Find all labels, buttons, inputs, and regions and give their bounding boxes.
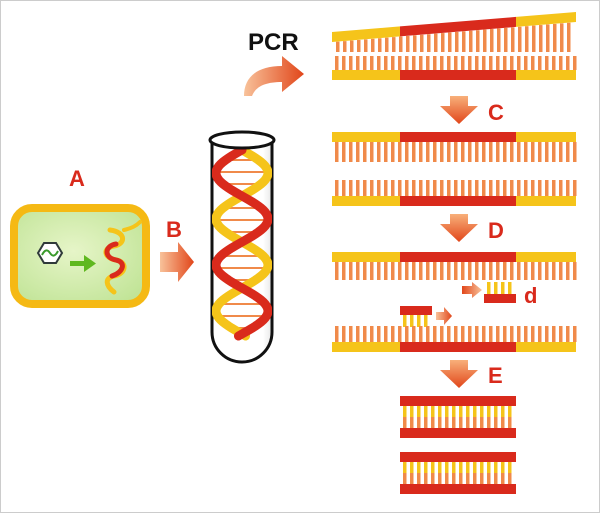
strand-d-bottom bbox=[332, 326, 577, 352]
arrow-c-icon bbox=[440, 96, 478, 124]
arrow-d-small-icon bbox=[462, 282, 482, 298]
strand-pcr-bottom bbox=[332, 56, 577, 80]
label-b: B bbox=[166, 217, 182, 242]
primer-right bbox=[484, 282, 516, 303]
label-c: C bbox=[488, 100, 504, 125]
strand-pcr-top bbox=[332, 12, 576, 52]
cell-dna-icon bbox=[103, 220, 142, 295]
tube-dna-helix bbox=[212, 145, 272, 341]
helix-strand-red bbox=[212, 145, 272, 341]
label-e: E bbox=[488, 363, 503, 388]
strand-c-top bbox=[332, 132, 577, 162]
product-2 bbox=[400, 452, 516, 494]
test-tube bbox=[208, 130, 276, 364]
arrow-d-icon bbox=[440, 214, 478, 242]
label-pcr: PCR bbox=[248, 29, 299, 56]
strand-d-top bbox=[332, 252, 577, 280]
cell-body bbox=[10, 204, 150, 308]
green-arrow-icon bbox=[70, 255, 96, 272]
label-d-upper: D bbox=[488, 218, 504, 243]
arrow-primer-small-icon bbox=[436, 307, 452, 325]
arrow-e-icon bbox=[440, 360, 478, 388]
label-d-lower: d bbox=[524, 283, 537, 308]
tube-rim bbox=[208, 130, 276, 150]
strand-c-bottom bbox=[332, 180, 577, 206]
dna-strands bbox=[332, 12, 577, 494]
virus-hexagon-icon bbox=[36, 242, 64, 264]
product-1 bbox=[400, 396, 516, 438]
cell bbox=[10, 204, 150, 308]
pcr-arrow-icon bbox=[244, 56, 304, 96]
arrow-b-icon bbox=[160, 242, 194, 282]
label-a: A bbox=[69, 166, 85, 191]
primer-left bbox=[400, 306, 432, 327]
